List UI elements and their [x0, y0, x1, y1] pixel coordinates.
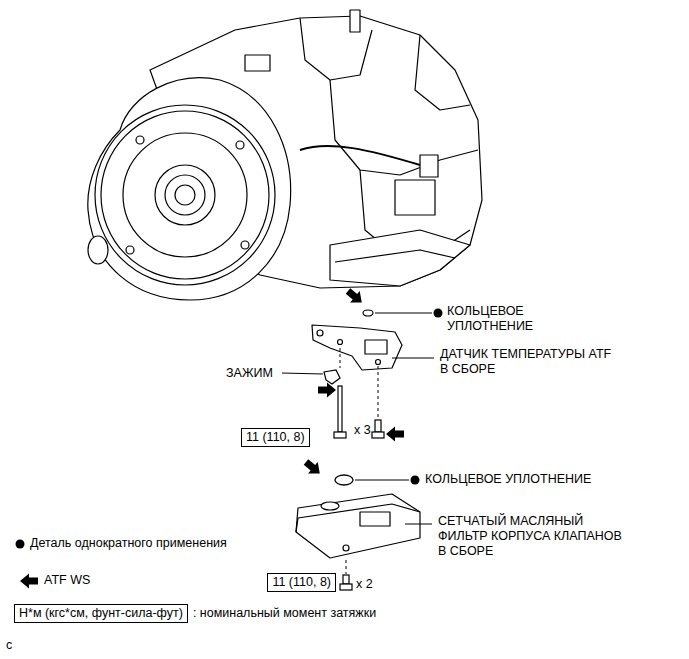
- torque-box: 11 (110, 8): [241, 428, 310, 447]
- part-name: КОЛЬЦЕВОЕ УПЛОТНЕНИЕ: [447, 304, 567, 334]
- legend-text: : номинальный момент затяжки: [193, 606, 376, 621]
- quantity: x 3: [354, 423, 371, 438]
- part-name: КОЛЬЦЕВОЕ УПЛОТНЕНИЕ: [425, 472, 591, 487]
- part-name: СЕТЧАТЫЙ МАСЛЯНЫЙ ФИЛЬТР КОРПУСА КЛАПАНО…: [438, 514, 633, 559]
- torque-value: Н*м (кгс*см, фунт-сила-фут): [19, 606, 183, 620]
- torque-value: 11 (110, 8): [246, 430, 305, 444]
- legend-text: Деталь однократного применения: [30, 536, 227, 551]
- figure-code: c: [6, 638, 12, 653]
- part-name: ЗАЖИМ: [226, 366, 273, 381]
- torque-box: 11 (110, 8): [267, 573, 336, 592]
- torque-value: 11 (110, 8): [272, 575, 331, 589]
- torque-box: Н*м (кгс*см, фунт-сила-фут): [14, 604, 188, 623]
- legend-text: ATF WS: [44, 573, 90, 588]
- part-name: ДАТЧИК ТЕМПЕРАТУРЫ ATF В СБОРЕ: [440, 347, 615, 377]
- quantity: x 2: [356, 577, 373, 592]
